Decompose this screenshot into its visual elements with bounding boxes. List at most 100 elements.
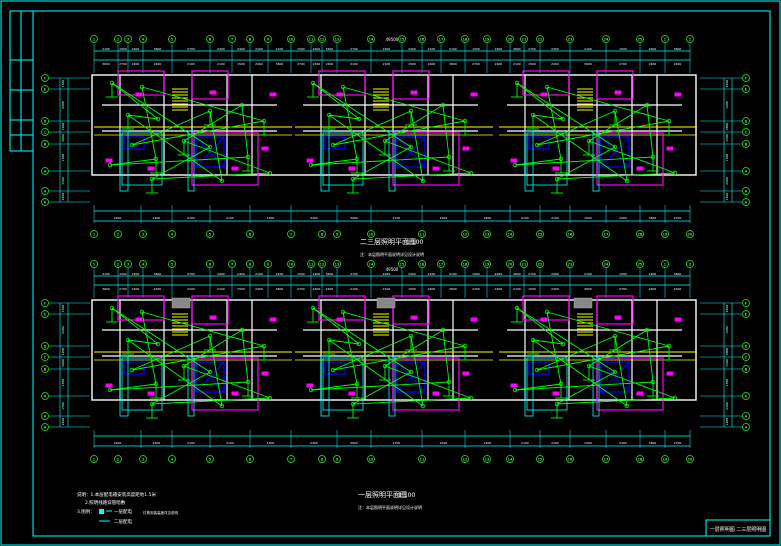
axis-bubble-top bbox=[264, 260, 272, 268]
wiring-node bbox=[155, 116, 161, 122]
axis-bubble-label: 12 bbox=[320, 263, 324, 267]
dim-text-vertical: 1200 bbox=[725, 193, 729, 201]
stair-core bbox=[573, 297, 593, 309]
dim-text: 2400 bbox=[551, 62, 559, 66]
dim-text: 3600 bbox=[276, 287, 284, 291]
wiring-run bbox=[384, 140, 472, 174]
axis-bubble-label: 11 bbox=[309, 263, 313, 267]
dim-text: 2700 bbox=[619, 287, 627, 291]
dim-text: 2700 bbox=[350, 47, 358, 51]
axis-bubble-label: 18 bbox=[638, 233, 642, 237]
dim-text: 2400 bbox=[237, 272, 245, 276]
dim-text: 2400 bbox=[383, 272, 391, 276]
axis-bubble-label: 4 bbox=[171, 233, 174, 237]
light-fixture bbox=[105, 383, 113, 388]
wiring-run bbox=[332, 335, 412, 371]
dim-text: 2100 bbox=[276, 272, 284, 276]
axis-bubble-left bbox=[41, 167, 49, 175]
wiring-node bbox=[468, 170, 474, 176]
axis-bubble-label: A bbox=[745, 201, 748, 205]
wiring-run bbox=[131, 110, 211, 146]
axis-bubble-label: 8 bbox=[321, 233, 323, 237]
axis-bubble-top bbox=[333, 35, 341, 43]
wiring-run bbox=[332, 345, 466, 371]
axis-bubble-bottom bbox=[168, 230, 176, 238]
wiring-node bbox=[468, 395, 474, 401]
wiring-node bbox=[512, 387, 518, 393]
axis-bubble-top bbox=[90, 260, 98, 268]
dim-text: 2100 bbox=[350, 62, 358, 66]
dim-text: 2400 bbox=[132, 62, 140, 66]
blue-wire bbox=[195, 361, 225, 393]
light-fixture bbox=[231, 166, 239, 171]
axis-bubble-bottom bbox=[206, 230, 214, 238]
dim-text: 2100 bbox=[513, 287, 521, 291]
dim-text: 1500 bbox=[267, 216, 275, 220]
dim-text-vertical: 2400 bbox=[61, 193, 65, 201]
axis-bubble-label: 1 bbox=[664, 38, 666, 42]
wiring-run bbox=[556, 371, 616, 405]
axis-bubble-label: A bbox=[745, 190, 748, 194]
axis-bubble-label: A bbox=[745, 415, 748, 419]
axis-bubble-label: C bbox=[745, 356, 748, 360]
dim-text: 2100 bbox=[513, 62, 521, 66]
light-fixture bbox=[666, 371, 674, 376]
wiring-run bbox=[410, 110, 424, 182]
dim-text: 2400 bbox=[132, 287, 140, 291]
axis-bubble-bottom bbox=[206, 455, 214, 463]
wiring-node bbox=[219, 178, 225, 184]
wiring-run bbox=[532, 114, 564, 120]
axis-bubble-label: A bbox=[44, 426, 47, 430]
dim-text: 2100 bbox=[187, 62, 195, 66]
light-fixture bbox=[552, 391, 560, 396]
dim-text: 2100 bbox=[449, 47, 457, 51]
light-fixture bbox=[510, 383, 518, 388]
wiring-run bbox=[151, 146, 211, 180]
light-fixture bbox=[261, 146, 269, 151]
dim-text-vertical: 1500 bbox=[725, 154, 729, 162]
axis-bubble-label: 6 bbox=[209, 38, 211, 42]
legend-line2: 2.照明线路穿管暗敷 bbox=[85, 499, 126, 506]
axis-bubble-label: 12 bbox=[463, 233, 467, 237]
axis-bubble-left bbox=[41, 412, 49, 420]
axis-bubble-right bbox=[742, 198, 750, 206]
axis-bubble-label: F bbox=[745, 302, 747, 306]
light-fixture bbox=[348, 391, 356, 396]
dim-text-vertical: 1500 bbox=[725, 134, 729, 142]
axis-bubble-right bbox=[742, 140, 750, 148]
dim-text: 2700 bbox=[187, 47, 195, 51]
axis-bubble-top bbox=[114, 35, 122, 43]
axis-bubble-label: 5 bbox=[209, 233, 211, 237]
wiring-run bbox=[342, 311, 358, 385]
axis-bubble-label: E bbox=[745, 313, 747, 317]
axis-bubble-label: 1 bbox=[93, 38, 95, 42]
dim-text: 2700 bbox=[187, 272, 195, 276]
dim-text: 2400 bbox=[255, 62, 263, 66]
axis-bubble-right bbox=[742, 353, 750, 361]
dim-text: 3600 bbox=[649, 216, 657, 220]
stair-core bbox=[171, 297, 191, 309]
axis-bubble-left bbox=[41, 365, 49, 373]
dim-text: 2400 bbox=[619, 216, 627, 220]
light-fixture bbox=[470, 92, 478, 97]
wiring-run bbox=[588, 365, 676, 399]
axis-bubble-left bbox=[41, 140, 49, 148]
wiring-node bbox=[560, 116, 566, 122]
axis-bubble-label: 4 bbox=[171, 458, 174, 462]
upper-plan-title: 二三层照明平面图 bbox=[360, 238, 416, 246]
room-zone bbox=[596, 132, 664, 186]
dim-text: 2400 bbox=[153, 441, 161, 445]
dim-text: 2700 bbox=[297, 287, 305, 291]
dim-text: 2100 bbox=[521, 216, 529, 220]
dim-text: 1500 bbox=[297, 272, 305, 276]
axis-bubble-top bbox=[461, 260, 469, 268]
light-fixture bbox=[269, 317, 277, 322]
dim-text: 3600 bbox=[674, 47, 682, 51]
dim-text: 2100 bbox=[584, 272, 592, 276]
dim-text: 3600 bbox=[326, 272, 334, 276]
light-fixture bbox=[135, 317, 143, 322]
axis-bubble-top bbox=[246, 260, 254, 268]
wiring-run bbox=[209, 335, 223, 407]
axis-bubble-top bbox=[536, 260, 544, 268]
dim-text: 2100 bbox=[102, 47, 110, 51]
